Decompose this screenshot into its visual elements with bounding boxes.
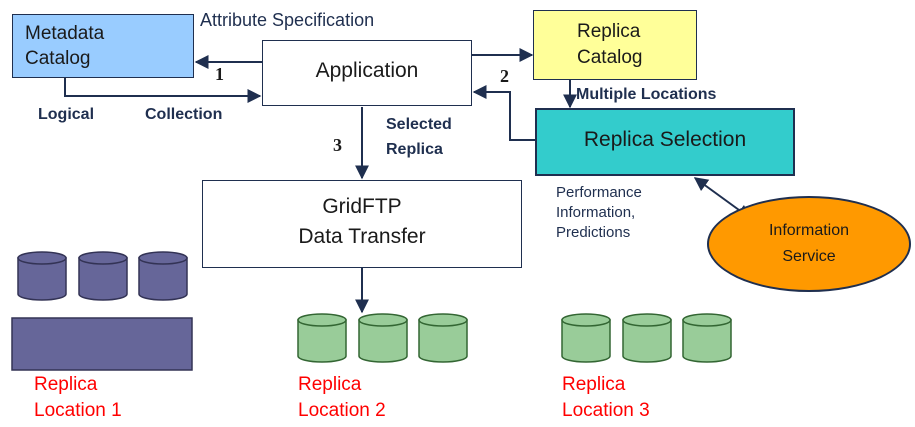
performance-line1: Performance — [556, 184, 642, 201]
location2-disk-2 — [358, 313, 408, 363]
location1-line1: Replica — [34, 374, 98, 395]
gridftp-box: GridFTP Data Transfer — [202, 180, 522, 268]
location1-disks — [17, 251, 188, 301]
logical-label: Logical — [38, 106, 95, 123]
location1-disk-2 — [78, 251, 128, 301]
performance-line3: Predictions — [556, 224, 631, 241]
location3-disks — [561, 313, 732, 363]
location2-disk-3 — [418, 313, 468, 363]
step-1-label: 1 — [215, 64, 224, 84]
arrow-selection-to-app — [472, 85, 535, 141]
step-3-label: 3 — [333, 135, 342, 155]
attribute-specification-label: Attribute Specification — [200, 10, 375, 30]
application-box: Application — [262, 40, 472, 106]
step-2-label: 2 — [500, 66, 509, 86]
metadata-catalog-box: Metadata Catalog — [12, 14, 194, 78]
replica-selection-label: Replica Selection — [583, 128, 747, 151]
multiple-locations-label: Multiple Locations — [576, 86, 717, 103]
information-service-ellipse: Information Service — [707, 196, 911, 292]
location1-disk-1 — [17, 251, 67, 301]
collection-label: Collection — [145, 106, 223, 123]
information-service-line2: Service — [782, 248, 836, 265]
replica-catalog-line1: Replica — [577, 21, 641, 42]
location3-disk-2 — [622, 313, 672, 363]
location3-disk-1 — [561, 313, 611, 363]
location2-line1: Replica — [298, 374, 362, 395]
location2-disk-1 — [297, 313, 347, 363]
selected-replica-line1: Selected — [386, 116, 452, 133]
selected-replica-line2: Replica — [386, 141, 443, 158]
metadata-catalog-line1: Metadata — [25, 23, 105, 44]
replica-catalog-line2: Catalog — [577, 47, 643, 68]
location3-line2: Location 3 — [562, 400, 650, 421]
gridftp-line1: GridFTP — [322, 195, 402, 218]
replica-selection-box: Replica Selection — [535, 108, 795, 176]
application-label: Application — [315, 59, 419, 82]
performance-line2: Information, — [556, 204, 636, 221]
replica-catalog-box: Replica Catalog — [533, 10, 697, 80]
location2-disks — [297, 313, 468, 363]
arrow-metadata-to-app — [64, 78, 262, 103]
location3-line1: Replica — [562, 374, 626, 395]
location1-disk-3 — [138, 251, 188, 301]
location3-disk-3 — [682, 313, 732, 363]
location2-line2: Location 2 — [298, 400, 386, 421]
metadata-catalog-line2: Catalog — [25, 48, 91, 69]
gridftp-line2: Data Transfer — [298, 225, 426, 248]
information-service-line1: Information — [768, 222, 850, 239]
location1-storage-block — [11, 317, 193, 371]
location1-line2: Location 1 — [34, 400, 122, 421]
